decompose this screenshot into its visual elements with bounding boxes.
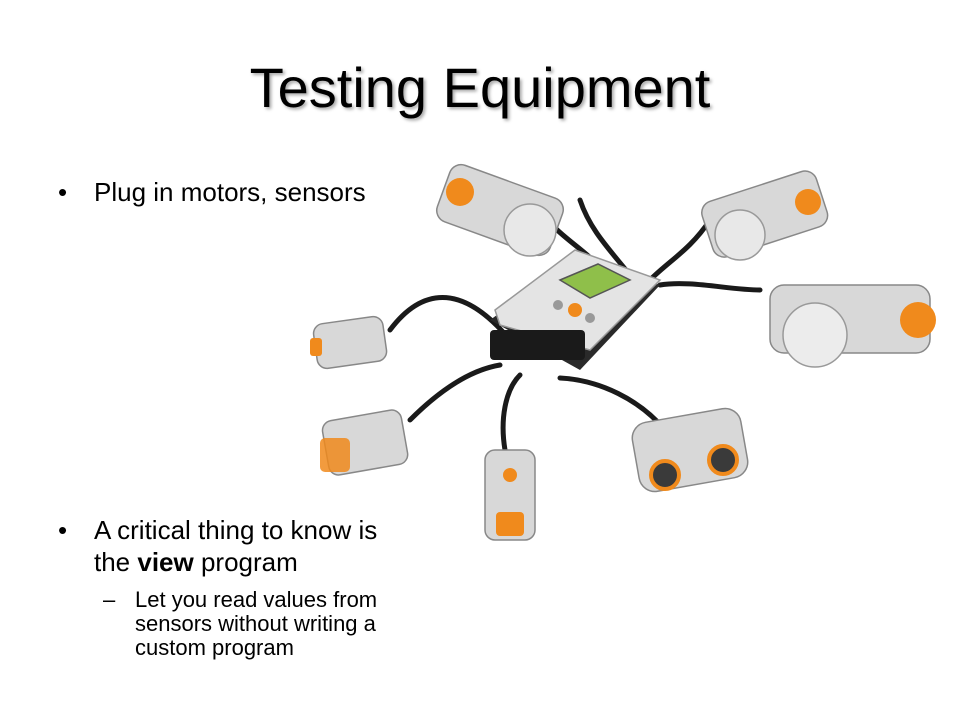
sub-line-2: sensors without writing a <box>135 611 376 636</box>
bullet-line-2-pre: the <box>94 547 138 577</box>
bullet-line-2: the view program <box>94 546 377 578</box>
nxt-brick <box>490 249 662 370</box>
bullet-line-1: A critical thing to know is <box>94 515 378 545</box>
ultrasonic-sensor <box>631 407 749 493</box>
motor-right <box>769 284 936 368</box>
bullet-line-2-post: program <box>193 547 298 577</box>
bullet-text: Plug in motors, sensors <box>94 177 366 207</box>
bullet-text-block: A critical thing to know is the view pro… <box>94 514 377 578</box>
sub-line-3: custom program <box>135 635 294 660</box>
sub-bullet-text: Let you read values from sensors without… <box>135 588 377 660</box>
motor-top-left <box>435 163 565 257</box>
light-sensor <box>484 449 536 541</box>
slide-title: Testing Equipment <box>249 56 711 119</box>
motor-top-right <box>701 170 829 261</box>
sub-bullet-dash: – <box>103 587 116 612</box>
nxt-kit-illustration <box>310 163 936 541</box>
bullet-dot: • <box>58 515 68 545</box>
bullet-dot: • <box>58 177 68 207</box>
touch-sensor-left <box>310 315 388 370</box>
sub-line-1: Let you read values from <box>135 587 378 612</box>
sound-sensor <box>320 409 409 476</box>
bullet-bold-view: view <box>137 547 194 577</box>
